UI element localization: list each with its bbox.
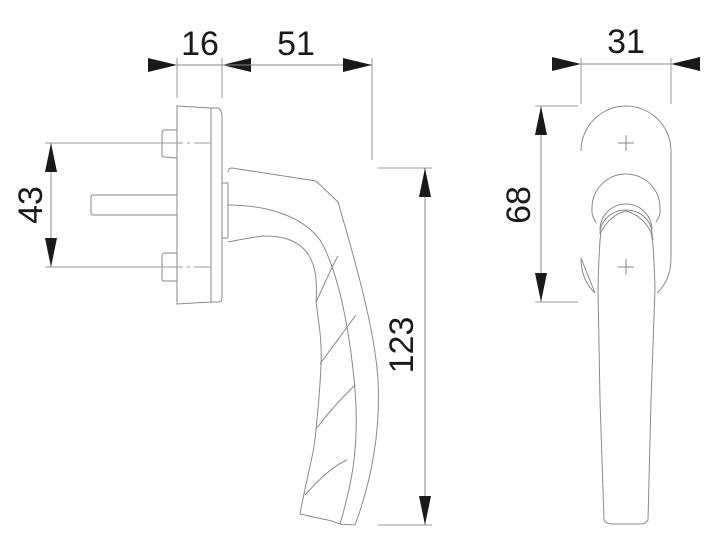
screw-mark-bottom — [618, 259, 634, 275]
dimension-123: 123 — [378, 167, 432, 526]
rosette-front — [580, 105, 672, 294]
arrow-icon — [419, 168, 431, 197]
dimension-31: 31 — [552, 23, 700, 104]
dimension-label-31: 31 — [607, 23, 645, 61]
arrow-icon — [45, 238, 57, 267]
dimension-label-43: 43 — [12, 186, 50, 224]
dimension-label-16: 16 — [181, 25, 219, 63]
rosette-side — [90, 105, 223, 305]
dimension-68: 68 — [500, 105, 578, 303]
side-view: 16 51 43 — [12, 25, 432, 526]
screw-mark-top — [618, 135, 634, 151]
arrow-icon — [343, 58, 372, 72]
arrow-icon — [419, 496, 431, 525]
arrow-icon — [45, 143, 57, 172]
arrow-icon — [535, 106, 547, 135]
arrow-icon — [552, 57, 581, 71]
dimension-16: 16 — [148, 25, 251, 98]
dimension-43: 43 — [12, 142, 155, 268]
dimension-label-123: 123 — [383, 317, 421, 374]
dimension-label-51: 51 — [277, 25, 315, 63]
arrow-icon — [671, 57, 700, 71]
dimension-51: 51 — [222, 25, 373, 160]
handle-side — [222, 167, 379, 526]
front-view: 31 68 — [500, 23, 700, 525]
dimension-label-68: 68 — [500, 186, 538, 224]
handle-front — [597, 231, 656, 525]
arrow-icon — [148, 58, 177, 72]
handle-neck-front — [591, 173, 661, 223]
arrow-icon — [535, 273, 547, 302]
